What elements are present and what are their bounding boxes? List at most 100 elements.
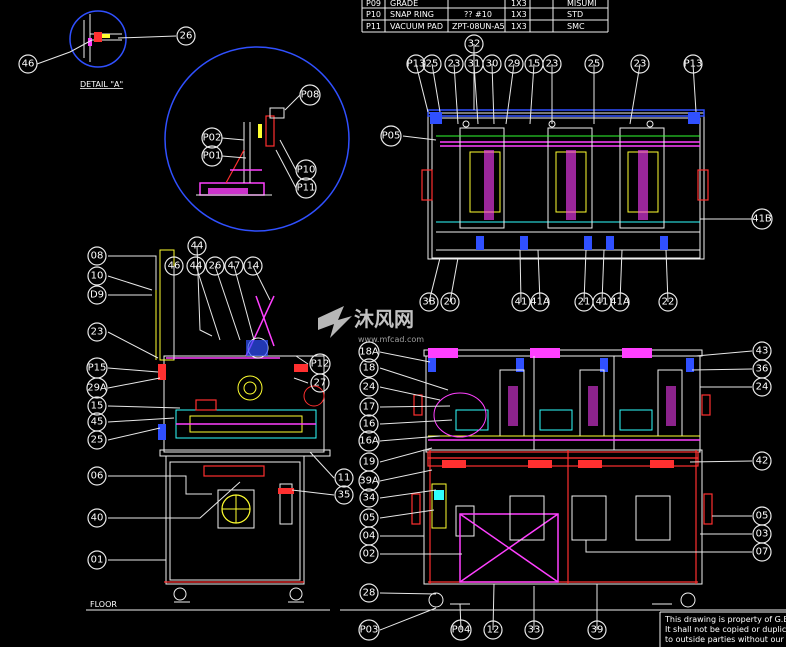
callout-24-left[interactable]: 24 [359, 377, 379, 397]
callout-19[interactable]: 19 [359, 452, 379, 472]
callout-30[interactable]: 30 [482, 54, 502, 74]
callout-01[interactable]: 01 [87, 550, 107, 570]
callout-36[interactable]: 36 [752, 359, 772, 379]
svg-text:14: 14 [247, 261, 260, 272]
callout-27[interactable]: 27 [310, 373, 330, 393]
callout-06[interactable]: 06 [87, 466, 107, 486]
callout-22[interactable]: 22 [658, 292, 678, 312]
callout-41-b[interactable]: 41 [592, 292, 612, 312]
callout-p13-left[interactable]: P13 [406, 54, 426, 74]
callout-14[interactable]: 14 [243, 256, 263, 276]
callout-12[interactable]: 12 [483, 620, 503, 640]
callout-d9[interactable]: D9 [87, 285, 107, 305]
callout-21[interactable]: 21 [574, 292, 594, 312]
callout-23-side[interactable]: 23 [87, 322, 107, 342]
callout-28[interactable]: 28 [359, 583, 379, 603]
callout-39a[interactable]: 39A [358, 470, 380, 492]
callout-p13-right[interactable]: P13 [683, 54, 703, 74]
callout-46-side[interactable]: 46 [164, 256, 184, 276]
callout-04[interactable]: 04 [359, 526, 379, 546]
callout-23-top-a[interactable]: 23 [444, 54, 464, 74]
callout-07[interactable]: 07 [752, 542, 772, 562]
callout-45[interactable]: 45 [87, 412, 107, 432]
parts-row-3-id: P11 [366, 22, 381, 31]
callout-16[interactable]: 16 [359, 414, 379, 434]
parts-row-1-name: GRADE [390, 0, 418, 8]
svg-text:46: 46 [22, 59, 35, 70]
callout-08[interactable]: 08 [87, 246, 107, 266]
callout-p15[interactable]: P15 [86, 357, 108, 379]
callout-p01[interactable]: P01 [201, 145, 223, 167]
callout-32[interactable]: 32 [464, 34, 484, 54]
callout-20[interactable]: 20 [440, 292, 460, 312]
svg-text:33: 33 [528, 625, 541, 636]
callout-40[interactable]: 40 [87, 508, 107, 528]
callout-46-detail[interactable]: 46 [18, 54, 38, 74]
svg-text:10: 10 [91, 271, 104, 282]
parts-table: P09 GRADE 1X3 MISUMI P10 SNAP RING ?? #1… [361, 0, 609, 33]
callout-p03[interactable]: P03 [358, 619, 380, 641]
svg-text:21: 21 [578, 297, 591, 308]
svg-text:41B: 41B [752, 214, 772, 225]
callout-05-left[interactable]: 05 [359, 508, 379, 528]
svg-text:42: 42 [756, 456, 769, 467]
callout-15-side[interactable]: 15 [87, 396, 107, 416]
note-line-1: This drawing is property of G.E.T. C [664, 615, 786, 624]
callout-41a-b[interactable]: 41A [610, 292, 630, 312]
callout-25-side[interactable]: 25 [87, 430, 107, 450]
callout-35[interactable]: 35 [334, 485, 354, 505]
callout-16a[interactable]: 16A [358, 430, 380, 452]
callout-p08[interactable]: P08 [299, 84, 321, 106]
callout-p12[interactable]: P12 [309, 353, 331, 375]
svg-text:39: 39 [591, 625, 604, 636]
callout-44-b[interactable]: 44 [186, 256, 206, 276]
svg-text:P15: P15 [88, 363, 107, 374]
callout-47[interactable]: 47 [224, 256, 244, 276]
callout-11[interactable]: 11 [334, 468, 354, 488]
callout-41-a[interactable]: 41 [511, 292, 531, 312]
svg-text:05: 05 [756, 511, 769, 522]
callout-p11[interactable]: P11 [295, 177, 317, 199]
svg-text:26: 26 [209, 261, 222, 272]
callout-02[interactable]: 02 [359, 544, 379, 564]
callout-41a-a[interactable]: 41A [530, 292, 550, 312]
svg-text:P08: P08 [301, 90, 320, 101]
callout-p04[interactable]: P04 [450, 619, 472, 641]
callout-25-top-b[interactable]: 25 [584, 54, 604, 74]
front-view [340, 348, 786, 611]
callout-p02[interactable]: P02 [201, 127, 223, 149]
svg-text:26: 26 [180, 31, 193, 42]
callout-41b[interactable]: 41B [751, 208, 773, 230]
callout-05-right[interactable]: 05 [752, 506, 772, 526]
callout-42[interactable]: 42 [752, 451, 772, 471]
callout-3b[interactable]: 3B [419, 292, 439, 312]
svg-text:17: 17 [363, 402, 376, 413]
callout-29a[interactable]: 29A [86, 377, 108, 399]
parts-row-1-id: P09 [366, 0, 381, 8]
callout-26-detail[interactable]: 26 [176, 26, 196, 46]
callout-29[interactable]: 29 [504, 54, 524, 74]
callout-24-right[interactable]: 24 [752, 377, 772, 397]
callout-44-a[interactable]: 44 [187, 236, 207, 256]
callout-p10[interactable]: P10 [295, 159, 317, 181]
callout-03[interactable]: 03 [752, 524, 772, 544]
callout-18a[interactable]: 18A [358, 341, 380, 363]
callout-34[interactable]: 34 [359, 488, 379, 508]
callout-23-top-b[interactable]: 23 [542, 54, 562, 74]
callout-23-top-c[interactable]: 23 [630, 54, 650, 74]
callout-26-side[interactable]: 26 [205, 256, 225, 276]
callout-39[interactable]: 39 [587, 620, 607, 640]
svg-text:12: 12 [487, 625, 500, 636]
svg-text:06: 06 [91, 471, 104, 482]
callout-33[interactable]: 33 [524, 620, 544, 640]
callout-10[interactable]: 10 [87, 266, 107, 286]
callout-18[interactable]: 18 [359, 358, 379, 378]
svg-text:36: 36 [756, 364, 769, 375]
callout-p05[interactable]: P05 [380, 125, 402, 147]
svg-text:15: 15 [528, 59, 541, 70]
callout-25-top-a[interactable]: 25 [422, 54, 442, 74]
callout-17[interactable]: 17 [359, 397, 379, 417]
callout-43[interactable]: 43 [752, 341, 772, 361]
svg-text:39A: 39A [359, 476, 379, 487]
